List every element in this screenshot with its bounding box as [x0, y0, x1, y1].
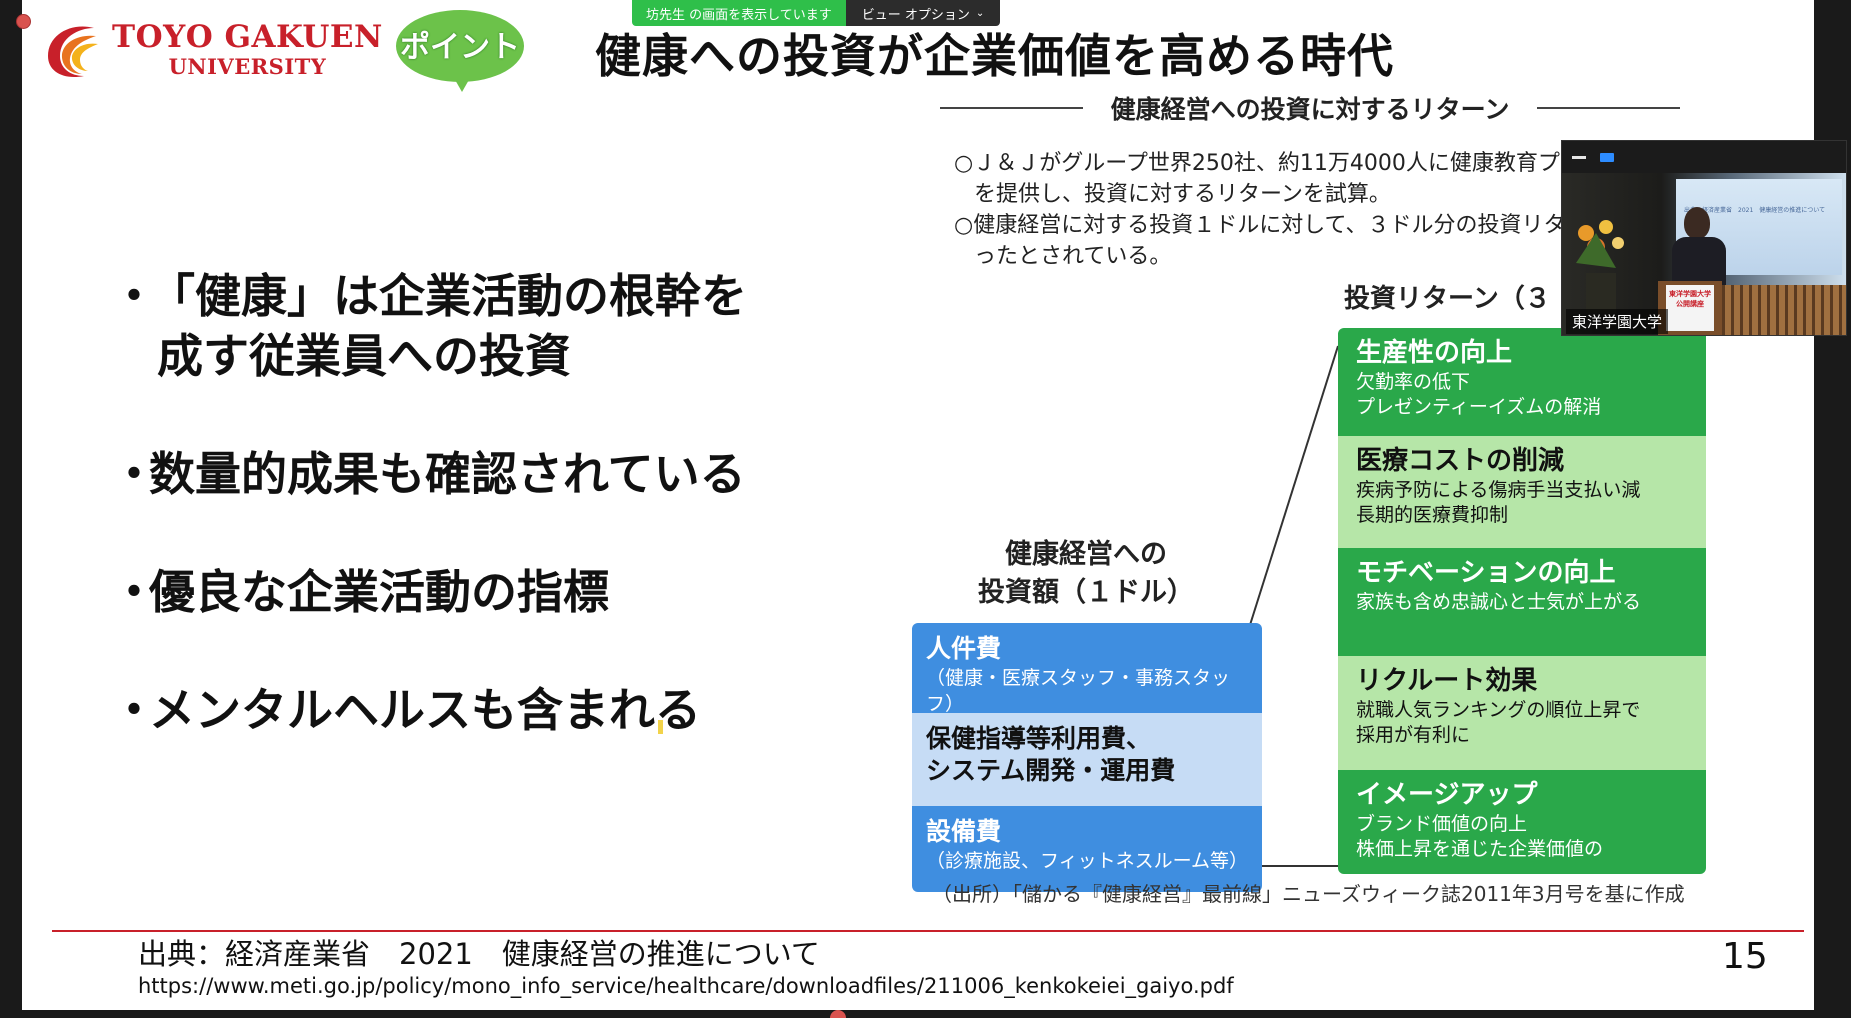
- return-heading-text: イメージアップ: [1356, 780, 1538, 810]
- bullet-line: メンタルヘルスも含まれる: [149, 683, 701, 737]
- return-sub: 疾病予防による傷病手当支払い減: [1356, 479, 1641, 501]
- return-sub: 就職人気ランキングの順位上昇で: [1356, 699, 1641, 721]
- slide: TOYO GAKUEN UNIVERSITY ポイント 健康への投資が企業価値を…: [22, 0, 1814, 1010]
- maximize-icon[interactable]: [1600, 152, 1614, 162]
- return-sub: 欠勤率の低下: [1356, 371, 1471, 393]
- speech-bubble-icon: [396, 10, 524, 92]
- bullet-line: 「健康」は企業活動の根幹を: [149, 269, 747, 323]
- page-number: 15: [1722, 936, 1768, 977]
- bullet-item: 優良な企業活動の指標: [111, 562, 827, 622]
- bullet-line: 数量的成果も確認されている: [149, 447, 746, 501]
- figure-note-line: ○Ｊ＆Ｊがグループ世界250社、約11万4000人に健康教育プログラムを提供し、…: [954, 151, 1648, 207]
- cost-heading: 人件費: [926, 634, 1002, 663]
- speaker-head: [1684, 207, 1710, 239]
- return-item: 医療コストの削減 疾病予防による傷病手当支払い減 長期的医療費抑制: [1338, 436, 1706, 548]
- share-status-text: 坊先生 の画面を表示しています: [632, 0, 846, 26]
- flame-logo-icon: [48, 26, 98, 78]
- return-item: 生産性の向上 欠勤率の低下 プレゼンティーイズムの解消: [1338, 328, 1706, 436]
- bullet-list: 「健康」は企業活動の根幹を 成す従業員への投資 数量的成果も確認されている 優良…: [111, 266, 827, 798]
- slide-title: 健康への投資が企業価値を高める時代: [595, 29, 1394, 83]
- bullet-item: 「健康」は企業活動の根幹を 成す従業員への投資: [111, 266, 827, 386]
- point-badge: ポイント: [394, 8, 526, 92]
- cost-sub: システム開発・運用費: [926, 756, 1176, 785]
- screen-share-banner: 坊先生 の画面を表示しています ビュー オプション ⌄: [632, 0, 1001, 26]
- citation-title: 出典：経済産業省 2021 健康経営の推進について: [138, 937, 820, 971]
- return-sub: 長期的医療費抑制: [1356, 504, 1509, 526]
- cost-heading: 設備費: [926, 817, 1002, 846]
- point-badge-label: ポイント: [400, 30, 520, 65]
- citation-url: https://www.meti.go.jp/policy/mono_info_…: [138, 974, 1234, 998]
- return-stack: 生産性の向上 欠勤率の低下 プレゼンティーイズムの解消 医療コストの削減 疾病予…: [1338, 328, 1706, 874]
- return-heading-text: モチベーションの向上: [1356, 558, 1616, 588]
- stage-railing: [1722, 285, 1846, 335]
- cost-heading: 保健指導等利用費、: [926, 724, 1152, 753]
- figure-note: ○Ｊ＆Ｊがグループ世界250社、約11万4000人に健康教育プログラムを提供し、…: [954, 148, 1654, 272]
- flower-arrangement-icon: [1576, 220, 1624, 313]
- cost-item: 人件費 （健康・医療スタッフ・事務スタッフ）: [912, 623, 1262, 715]
- view-options-button[interactable]: ビュー オプション ⌄: [845, 0, 1001, 26]
- investment-amount-label: 健康経営への 投資額（１ドル）: [936, 536, 1236, 612]
- investment-label-line: 健康経営への: [1005, 539, 1167, 570]
- return-item: イメージアップ ブランド価値の向上 株価上昇を通じた企業価値の: [1338, 770, 1706, 874]
- return-heading-text: リクルート効果: [1356, 666, 1538, 696]
- university-logo: TOYO GAKUEN UNIVERSITY: [38, 14, 383, 84]
- return-heading: 投資リターン（３: [1344, 284, 1551, 314]
- text-cursor: [658, 720, 663, 734]
- participant-name-label: 東洋学園大学: [1566, 309, 1669, 334]
- cost-stack: 人件費 （健康・医療スタッフ・事務スタッフ） 保健指導等利用費、 システム開発・…: [912, 623, 1262, 892]
- divider: [940, 107, 1083, 109]
- bottom-indicator: [830, 1010, 846, 1018]
- footer-divider: [52, 930, 1804, 932]
- return-heading-text: 医療コストの削減: [1356, 446, 1565, 476]
- logo-text-line2: UNIVERSITY: [168, 53, 327, 79]
- video-tile-toolbar: [1562, 141, 1846, 173]
- return-heading-text: 生産性の向上: [1356, 338, 1513, 368]
- figure-title-row: 健康経営への投資に対するリターン: [940, 88, 1681, 128]
- bullet-line: 優良な企業活動の指標: [149, 565, 609, 619]
- investment-label-line: 投資額（１ドル）: [978, 577, 1194, 608]
- divider: [1537, 107, 1681, 109]
- figure-note-line: ○健康経営に対する投資１ドルに対して、３ドル分の投資リターンがあったとされている…: [954, 213, 1653, 269]
- cost-item: 保健指導等利用費、 システム開発・運用費: [912, 713, 1262, 806]
- citation: 出典：経済産業省 2021 健康経営の推進について https://www.me…: [138, 936, 1234, 1000]
- podium-sign: 東洋学園大学 公開講座: [1666, 285, 1714, 331]
- podium-sign-sub: 公開講座: [1676, 300, 1704, 308]
- cost-sub: （診療施設、フィットネスルーム等）: [926, 850, 1249, 872]
- return-sub: ブランド価値の向上: [1356, 813, 1528, 835]
- figure-title: 健康経営への投資に対するリターン: [1110, 95, 1510, 124]
- investment-return-figure: 健康経営への投資に対するリターン ○Ｊ＆Ｊがグループ世界250社、約11万400…: [892, 88, 1812, 918]
- return-sub: 採用が有利に: [1356, 724, 1471, 746]
- logo-text-line1: TOYO GAKUEN: [112, 18, 383, 55]
- return-sub: 家族も含め忠誠心と士気が上がる: [1356, 591, 1642, 613]
- cost-sub: （健康・医療スタッフ・事務スタッフ）: [926, 667, 1231, 715]
- bullet-item: メンタルヘルスも含まれる: [111, 680, 827, 740]
- return-sub: プレゼンティーイズムの解消: [1356, 396, 1602, 418]
- podium-sign-text: 東洋学園大学: [1669, 290, 1711, 298]
- chevron-down-icon: ⌄: [975, 7, 985, 19]
- cost-item: 設備費 （診療施設、フィットネスルーム等）: [912, 806, 1262, 892]
- bullet-line: 成す従業員への投資: [157, 329, 571, 383]
- return-sub: 株価上昇を通じた企業価値の: [1356, 838, 1604, 860]
- figure-source-note: （出所）「儲かる『健康経営』最前線」ニューズウィーク誌2011年3月号を基に作成: [932, 882, 1685, 906]
- participant-video-tile[interactable]: 出典：経済産業省 2021 健康経営の推進について 東洋学園大学 公開講座 東洋…: [1561, 140, 1847, 336]
- return-item: リクルート効果 就職人気ランキングの順位上昇で 採用が有利に: [1338, 656, 1706, 770]
- view-options-label: ビュー オプション: [861, 7, 970, 23]
- bullet-item: 数量的成果も確認されている: [111, 444, 827, 504]
- minimize-icon[interactable]: [1572, 155, 1586, 159]
- recording-indicator: [16, 14, 31, 29]
- projector-screen-text: 出典：経済産業省 2021 健康経営の推進について: [1684, 207, 1826, 214]
- video-frame: 出典：経済産業省 2021 健康経営の推進について 東洋学園大学 公開講座 東洋…: [1562, 173, 1846, 335]
- return-item: モチベーションの向上 家族も含め忠誠心と士気が上がる: [1338, 548, 1706, 656]
